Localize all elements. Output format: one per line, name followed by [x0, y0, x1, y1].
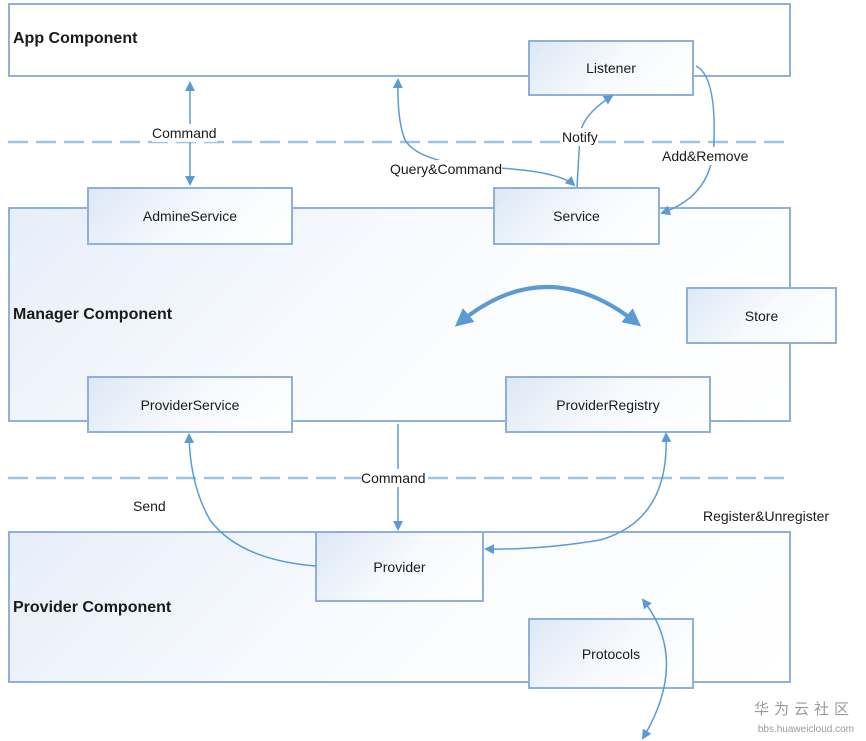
register-unregister-label: Register&Unregister: [703, 508, 830, 524]
add-remove-arrow: [660, 65, 715, 216]
app-component-title: App Component: [13, 30, 138, 47]
service-box: Service: [493, 187, 660, 245]
command-bottom-label: Command: [361, 469, 426, 487]
send-label: Send: [133, 498, 166, 514]
protocols-box: Protocols: [528, 618, 694, 689]
notify-label: Notify: [562, 128, 598, 146]
query-command-label: Query&Command: [390, 160, 503, 178]
store-box: Store: [686, 287, 837, 344]
send-arrow: [184, 433, 317, 567]
protocols-bidirectional-arrow: [641, 598, 668, 740]
admine-service-box: AdmineService: [87, 187, 293, 245]
bidirectional-curved-arrow: [454, 285, 642, 327]
add-remove-label: Add&Remove: [662, 147, 749, 165]
command-top-label: Command: [152, 124, 217, 142]
watermark-title: 华为云社区: [753, 701, 854, 718]
provider-box: Provider: [315, 531, 484, 602]
manager-component-title: Manager Component: [13, 306, 173, 323]
register-unregister-arrow: [484, 432, 672, 555]
provider-registry-box: ProviderRegistry: [505, 376, 711, 433]
provider-component-title: Provider Component: [13, 599, 172, 616]
provider-service-box: ProviderService: [87, 376, 293, 433]
watermark-url: bbs.huaweicloud.com: [757, 724, 854, 735]
